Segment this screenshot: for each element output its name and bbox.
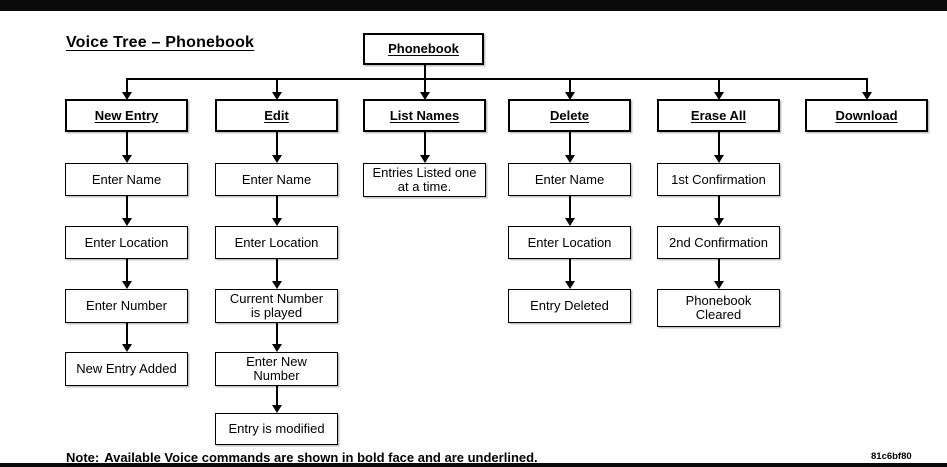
branch-header-download: Download: [805, 99, 928, 132]
down-arrow: [121, 259, 132, 289]
down-arrow: [713, 80, 724, 100]
step-box: Entry Deleted: [508, 289, 631, 323]
down-arrow: [271, 132, 282, 163]
down-arrow: [419, 80, 430, 100]
page-title: Voice Tree – Phonebook: [66, 34, 255, 51]
step-box: Enter Location: [65, 226, 188, 259]
branch-header-erase-all: Erase All: [657, 99, 780, 132]
connector-root-stub: [423, 65, 426, 80]
branch-header-delete: Delete: [508, 99, 631, 132]
figure-code: 81c6bf80: [871, 451, 912, 462]
step-box: New Entry Added: [65, 352, 188, 386]
step-box: Current Number is played: [215, 289, 338, 323]
down-arrow: [271, 80, 282, 100]
down-arrow: [713, 196, 724, 226]
step-box: Enter Location: [215, 226, 338, 259]
step-box: 1st Confirmation: [657, 163, 780, 196]
step-box: Entry is modified: [215, 413, 338, 445]
down-arrow: [861, 80, 872, 100]
down-arrow: [121, 80, 132, 100]
down-arrow: [121, 132, 132, 163]
down-arrow: [271, 196, 282, 226]
footnote: Note: Available Voice commands are shown …: [66, 450, 538, 465]
step-box: Enter Name: [508, 163, 631, 196]
step-box: Enter Number: [65, 289, 188, 323]
step-box: Entries Listed one at a time.: [363, 163, 486, 197]
down-arrow: [121, 323, 132, 352]
branch-header-new-entry: New Entry: [65, 99, 188, 132]
step-box: 2nd Confirmation: [657, 226, 780, 259]
bottom-border-bar: [0, 463, 947, 467]
down-arrow: [271, 386, 282, 413]
footnote-text: Available Voice commands are shown in bo…: [104, 450, 538, 465]
down-arrow: [713, 132, 724, 163]
down-arrow: [419, 132, 430, 163]
step-box: Enter Name: [215, 163, 338, 196]
root-box-phonebook: Phonebook: [363, 33, 484, 65]
branch-header-edit: Edit: [215, 99, 338, 132]
down-arrow: [713, 259, 724, 289]
footnote-label: Note:: [66, 450, 100, 465]
branch-header-list-names: List Names: [363, 99, 486, 132]
top-border-bar: [0, 0, 947, 11]
down-arrow: [121, 196, 132, 226]
down-arrow: [564, 259, 575, 289]
step-box: Phonebook Cleared: [657, 289, 780, 327]
down-arrow: [564, 80, 575, 100]
down-arrow: [271, 259, 282, 289]
down-arrow: [564, 196, 575, 226]
connector-horizontal-line: [125, 78, 868, 80]
step-box: Enter Name: [65, 163, 188, 196]
down-arrow: [271, 323, 282, 352]
step-box: Enter New Number: [215, 352, 338, 386]
step-box: Enter Location: [508, 226, 631, 259]
down-arrow: [564, 132, 575, 163]
